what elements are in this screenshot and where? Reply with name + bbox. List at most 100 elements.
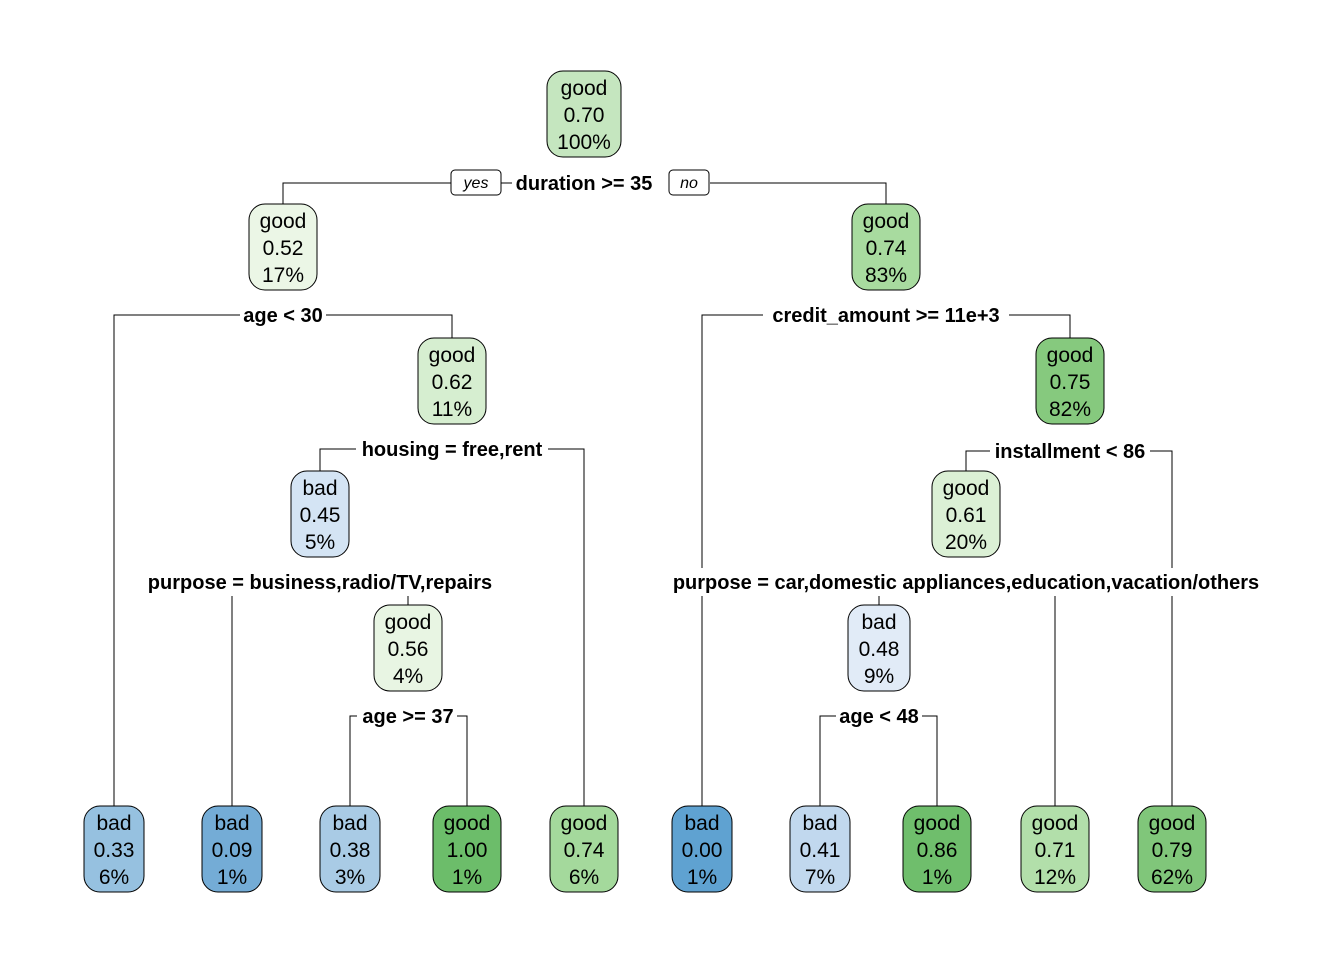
leaf-node-L2: bad 0.09 1% [201, 805, 263, 893]
node-probability: 0.56 [388, 638, 429, 661]
node-percent: 9% [864, 665, 894, 688]
node-probability: 0.75 [1050, 371, 1091, 394]
tree-node-n2: good 0.52 17% [248, 203, 318, 291]
node-class: bad [96, 812, 131, 835]
split-label-s14: purpose = car,domestic appliances,educat… [673, 572, 1259, 594]
node-probability: 0.38 [330, 839, 371, 862]
node-box [1035, 337, 1105, 425]
tree-nodes: good0.70100%good0.5217%good0.7483%good0.… [83, 70, 1207, 893]
node-box [432, 805, 502, 893]
tree-edge [319, 448, 356, 471]
tree-edge [113, 314, 240, 806]
node-probability: 0.71 [1035, 839, 1076, 862]
node-percent: 3% [335, 866, 365, 889]
node-box [902, 805, 972, 893]
branch-label-box [450, 169, 502, 196]
node-probability: 0.70 [564, 104, 605, 127]
tree-edge [710, 182, 887, 204]
branch-label-text: yes [463, 175, 489, 192]
node-class: good [444, 812, 491, 835]
split-label-s5: housing = free,rent [362, 439, 543, 461]
tree-edge [965, 450, 990, 471]
tree-edge [701, 314, 763, 568]
node-probability: 0.33 [94, 839, 135, 862]
node-percent: 6% [99, 866, 129, 889]
node-class: bad [684, 812, 719, 835]
node-class: bad [214, 812, 249, 835]
node-probability: 0.09 [212, 839, 253, 862]
split-label-s28: age < 48 [839, 706, 919, 728]
node-percent: 4% [393, 665, 423, 688]
tree-edge [1009, 314, 1071, 338]
node-percent: 1% [922, 866, 952, 889]
split-label-s21: age >= 37 [362, 706, 453, 728]
node-box [549, 805, 619, 893]
node-class: good [1149, 812, 1196, 835]
node-probability: 0.86 [917, 839, 958, 862]
node-class: good [1047, 344, 1094, 367]
node-probability: 0.74 [866, 237, 907, 260]
node-probability: 0.00 [682, 839, 723, 862]
node-class: good [561, 812, 608, 835]
node-percent: 1% [217, 866, 247, 889]
node-percent: 17% [262, 264, 304, 287]
leaf-node-L1: bad 0.33 6% [83, 805, 145, 893]
tree-edge [457, 715, 468, 806]
node-class: good [914, 812, 961, 835]
node-probability: 0.48 [859, 638, 900, 661]
node-class: good [1032, 812, 1079, 835]
split-label-s3: credit_amount >= 11e+3 [772, 305, 999, 327]
node-box [931, 470, 1001, 558]
node-percent: 5% [305, 531, 335, 554]
node-class: good [943, 477, 990, 500]
branch-label-box [668, 169, 710, 196]
node-percent: 1% [452, 866, 482, 889]
node-probability: 0.45 [300, 504, 341, 527]
tree-edge [282, 182, 512, 204]
leaf-node-L8: good 0.86 1% [902, 805, 972, 893]
node-percent: 1% [687, 866, 717, 889]
tree-node-n7: good 0.75 82% [1035, 337, 1105, 425]
split-label-s10: purpose = business,radio/TV,repairs [148, 572, 492, 594]
node-box [1020, 805, 1090, 893]
tree-edge [326, 314, 453, 338]
leaf-node-L3: bad 0.38 3% [319, 805, 381, 893]
node-percent: 82% [1049, 398, 1091, 421]
node-class: good [561, 77, 608, 100]
node-class: bad [861, 611, 896, 634]
node-class: bad [802, 812, 837, 835]
split-label-s1: duration >= 35 [516, 173, 653, 195]
node-percent: 12% [1034, 866, 1076, 889]
tree-node-n21: good 0.56 4% [373, 604, 443, 692]
node-box [290, 470, 350, 558]
node-class: good [429, 344, 476, 367]
tree-edges [113, 182, 1173, 806]
node-class: good [385, 611, 432, 634]
node-percent: 11% [432, 398, 472, 421]
node-box [546, 70, 622, 158]
node-class: good [260, 210, 307, 233]
node-probability: 0.52 [263, 237, 304, 260]
node-box [201, 805, 263, 893]
tree-edge [548, 448, 585, 806]
node-class: bad [332, 812, 367, 835]
tree-node-n28: bad 0.48 9% [847, 604, 911, 692]
node-box [1137, 805, 1207, 893]
node-percent: 7% [805, 866, 835, 889]
node-probability: 0.61 [946, 504, 987, 527]
node-box [248, 203, 318, 291]
node-class: bad [302, 477, 337, 500]
node-percent: 6% [569, 866, 599, 889]
leaf-node-L6: bad 0.00 1% [671, 805, 733, 893]
node-box [847, 604, 911, 692]
